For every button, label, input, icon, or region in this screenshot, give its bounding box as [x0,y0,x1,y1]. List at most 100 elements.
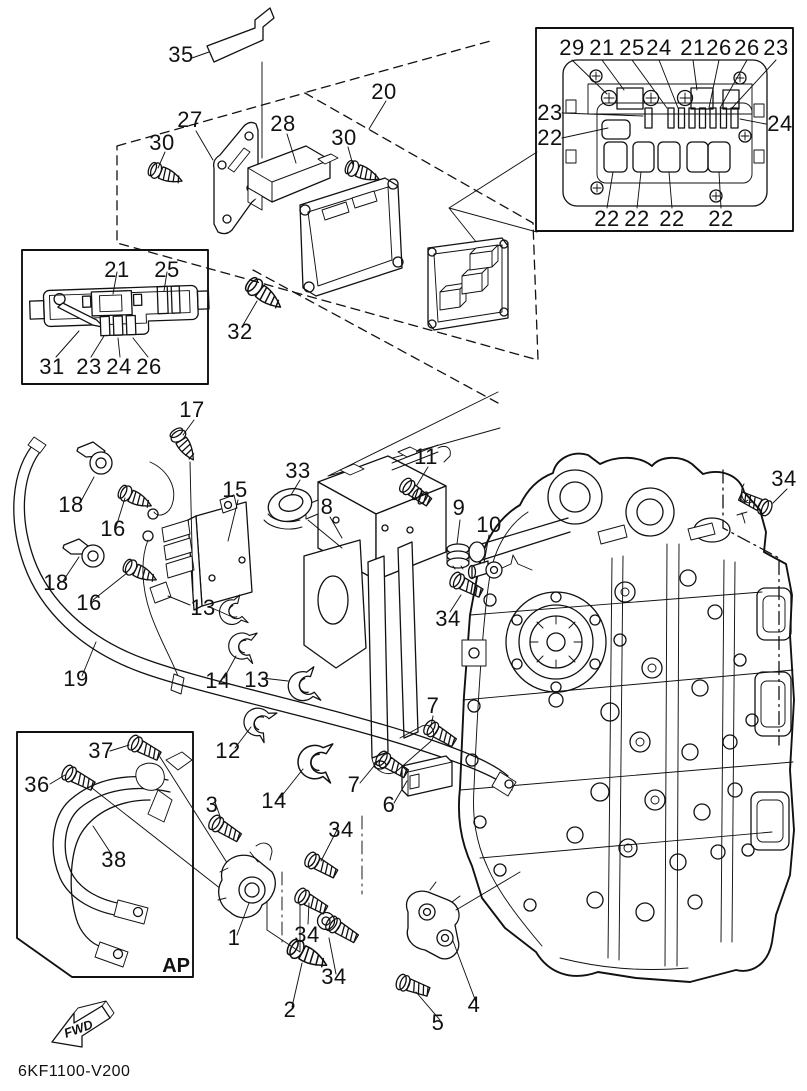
callout-32: 32 [227,319,252,344]
screw-34-c [322,913,361,947]
grommet-33 [263,487,343,549]
callout-24: 24 [106,354,131,379]
callout-8: 8 [321,494,334,519]
battery-cables-38 [52,751,193,968]
spare-fuse-25 [156,285,169,315]
left-box-leaders [55,271,168,358]
callout-22: 22 [708,206,733,231]
corner-screw-icons [589,69,752,203]
fuse-puller-31 [53,292,106,329]
callout-35: 35 [168,42,193,67]
battery-cable-19 [13,436,517,797]
callout-6: 6 [383,792,396,817]
rectifier-6 [401,755,453,797]
detail-box-left [21,249,210,385]
sensor-1 [217,842,276,919]
mount-bracket-8 [303,444,451,774]
bolt-11-with-washers [396,475,435,510]
detail-pointer-lines [327,151,538,477]
ecu-box [299,177,404,297]
callout-23: 23 [763,35,788,60]
engine-bolt-holes [465,569,759,922]
terminal-18-upper [76,441,113,475]
terminal-18-lower [62,538,105,568]
callout-9: 9 [453,495,466,520]
callout-13: 13 [190,595,215,620]
callout-16: 16 [100,516,125,541]
callout-24: 24 [646,35,671,60]
battery-cable-box-ap [16,731,244,978]
bolt-3 [205,812,244,846]
dashed-box-20 [116,39,539,404]
callout-21: 21 [589,35,614,60]
detail-box-top-right [535,27,794,232]
crankshaft-gear [505,591,607,693]
callout-27: 27 [177,107,202,132]
callout-34: 34 [321,964,346,989]
callout-leader-lines [49,51,788,1021]
callout-23: 23 [76,354,101,379]
callout-38: 38 [101,847,126,872]
engine-block [457,452,795,983]
callout-21: 21 [104,257,129,282]
callout-26: 26 [706,35,731,60]
callout-23: 23 [537,100,562,125]
bracket-4-pointer [455,871,521,911]
fuse-terminal-screws [600,87,740,110]
screw-30-left [145,159,186,190]
callout-30: 30 [331,125,356,150]
screw-17 [167,424,201,465]
callout-36: 36 [24,772,49,797]
callout-4: 4 [468,992,481,1017]
callout-34: 34 [294,922,319,947]
callout-13: 13 [244,667,269,692]
callout-30: 30 [149,130,174,155]
callout-7: 7 [348,772,361,797]
callout-34: 34 [328,817,353,842]
callout-17: 17 [179,397,204,422]
callout-22: 22 [624,206,649,231]
callout-34: 34 [771,466,796,491]
callout-3: 3 [206,792,219,817]
callout-22: 22 [537,125,562,150]
bolt-axis-lines [281,815,363,943]
relay-cavities [601,119,731,173]
callout-7: 7 [427,693,440,718]
callout-37: 37 [88,738,113,763]
callout-5: 5 [432,1010,445,1035]
callout-1: 1 [228,925,241,950]
callout-22: 22 [594,206,619,231]
callout-18: 18 [58,492,83,517]
callout-25: 25 [154,257,179,282]
label-plate-35 [206,7,275,159]
fuses-23-24-26 [99,314,137,337]
callout-19: 19 [63,666,88,691]
callout-34: 34 [435,606,460,631]
callout-18: 18 [43,570,68,595]
callout-10: 10 [476,512,501,537]
collar-10 [467,554,533,580]
detail-box-leaders [561,59,777,209]
mount-bracket-4 [405,881,461,960]
callout-25: 25 [619,35,644,60]
connector-cover-28 [247,145,339,211]
callout-28: 28 [270,111,295,136]
bolt-36 [58,762,98,794]
damper-9 [446,543,470,570]
callout-16: 16 [76,590,101,615]
callout-24: 24 [767,111,792,136]
callout-12: 12 [215,738,240,763]
callout-29: 29 [559,35,584,60]
fuse-holder-detail-art [28,284,210,337]
part-code: 6KF1100-V200 [18,1063,130,1080]
clamp-14-lower [295,740,335,784]
fuse-slots [644,107,739,129]
clamp-14-upper [225,628,259,664]
callout-26: 26 [136,354,161,379]
main-fuse-holder-21 [90,289,133,317]
screw-32 [241,273,287,316]
callout-14: 14 [261,788,286,813]
bolt-16-lower [120,556,161,588]
